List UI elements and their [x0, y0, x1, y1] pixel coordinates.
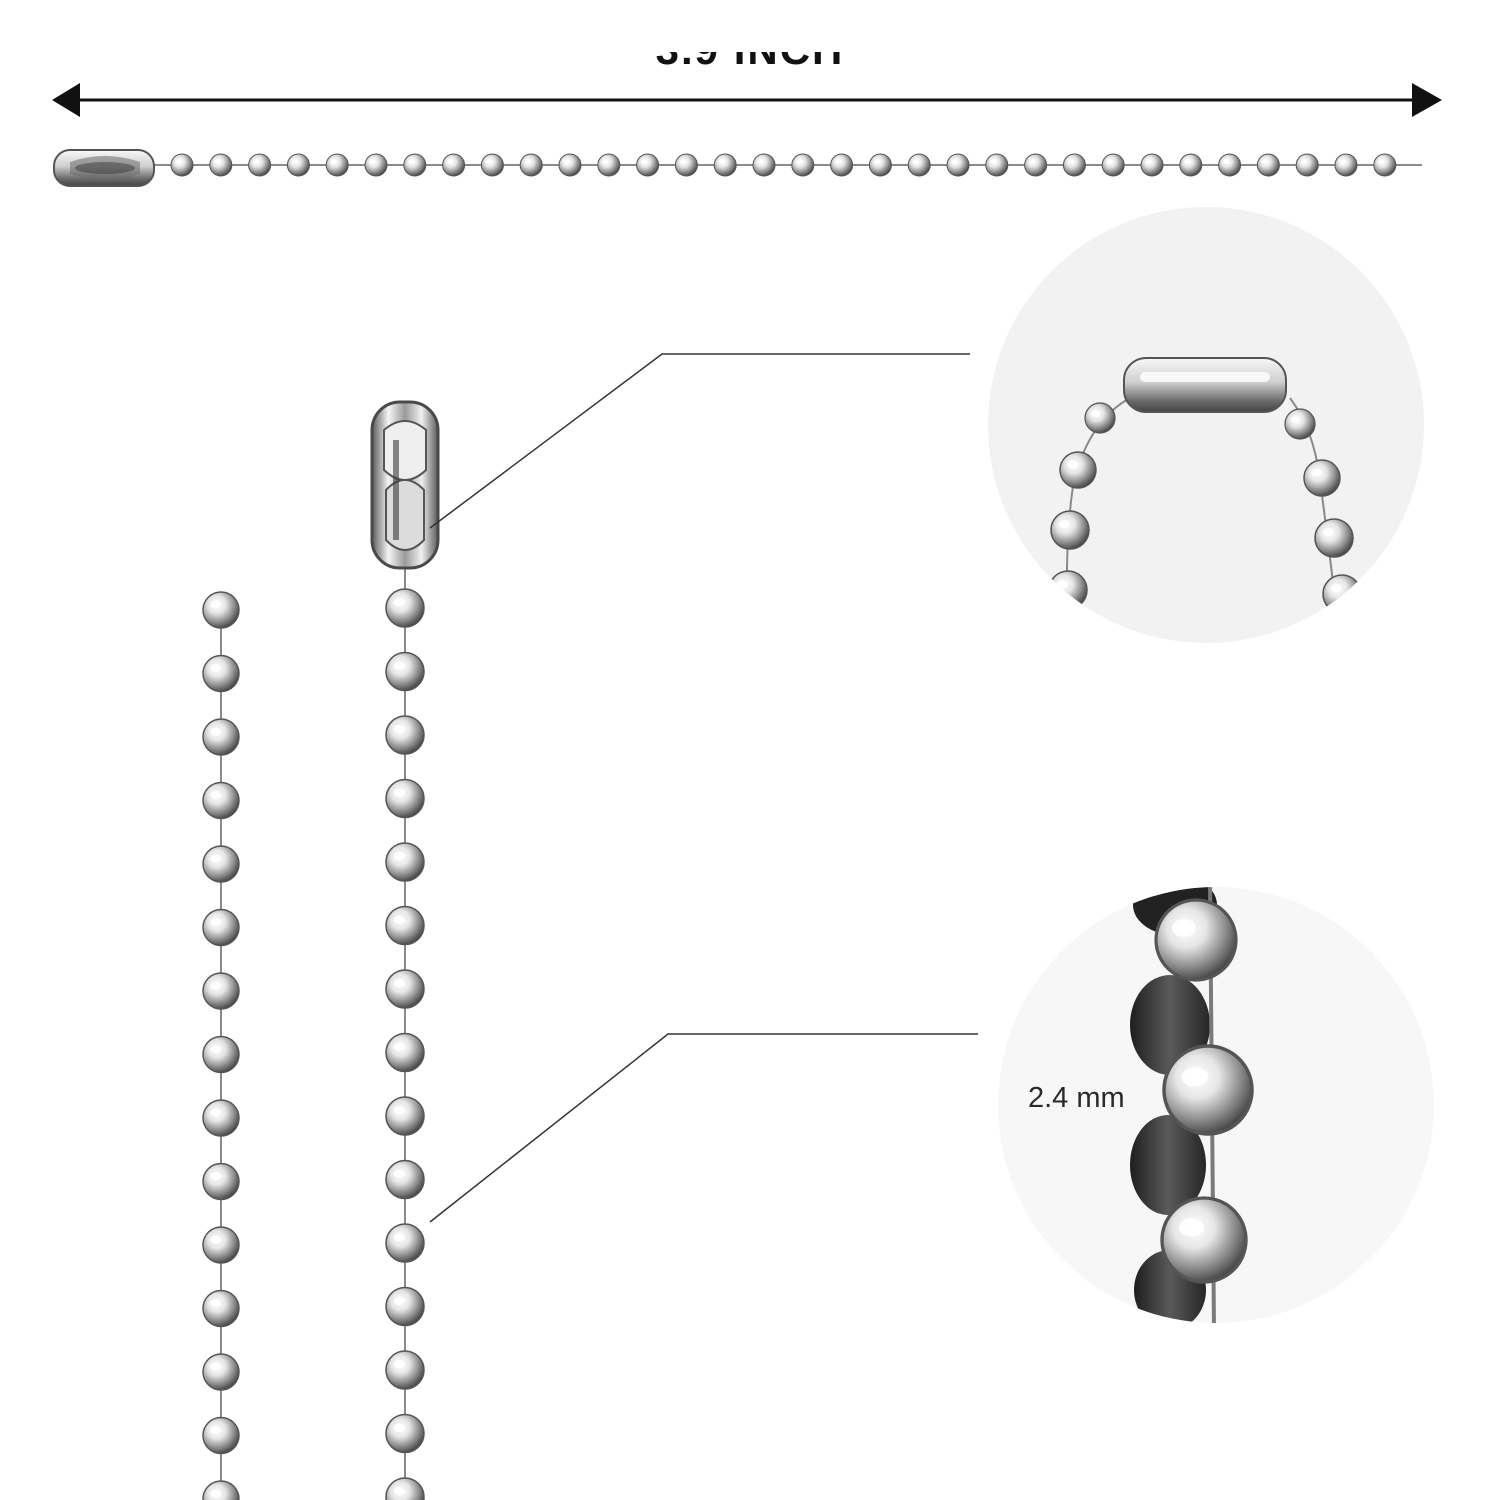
chain-bead [385, 588, 425, 628]
chain-bead [791, 153, 815, 177]
chain-bead [1334, 153, 1358, 177]
chain-bead [286, 153, 310, 177]
chain-bead [1295, 153, 1319, 177]
chain-bead [385, 1096, 425, 1136]
chain-bead [202, 1226, 240, 1264]
horizontal-ball-chain [53, 149, 1422, 187]
chain-bead [364, 153, 388, 177]
chain-bead [170, 153, 194, 177]
chain-bead [202, 1162, 240, 1201]
clasp-closeup-inset [988, 207, 1424, 643]
chain-bead [1373, 153, 1397, 177]
chain-bead [385, 778, 425, 819]
chain-bead [442, 153, 466, 177]
closeup-bead [1059, 451, 1097, 489]
chain-bead [385, 1159, 425, 1200]
chain-bead [868, 153, 892, 177]
chain-bead [385, 1286, 425, 1327]
closeup-bead [1160, 1196, 1248, 1284]
arrowhead-right-icon [1412, 83, 1442, 117]
closeup-bead [1050, 510, 1090, 550]
chain-bead [202, 654, 240, 693]
chain-bead [597, 153, 621, 177]
bead-callout-line [429, 1033, 978, 1223]
bead-closeup-inset [998, 887, 1434, 1323]
chain-bead [480, 153, 504, 177]
chain-bead [202, 781, 240, 820]
chain-bead [385, 1350, 425, 1390]
horizontal-clasp [53, 149, 155, 187]
chain-bead [385, 1413, 425, 1454]
chain-bead [1140, 153, 1164, 177]
chain-bead [713, 153, 737, 177]
length-measurement-label: 3.9 INCH [560, 52, 940, 92]
chain-bead [202, 591, 240, 629]
chain-bead [248, 153, 272, 177]
chain-bead [209, 153, 233, 177]
closeup-bead [1162, 1044, 1254, 1136]
chain-bead [519, 153, 543, 177]
closeup-bead [1154, 898, 1238, 982]
chain-bead [202, 1416, 240, 1455]
chain-bead [385, 1223, 425, 1263]
closeup-bead [1314, 518, 1354, 558]
closeup-bead [1084, 402, 1116, 434]
chain-bead [385, 715, 425, 755]
arrowhead-left-icon [52, 83, 80, 117]
closeup-bead [1303, 459, 1341, 497]
chain-bead [202, 1353, 240, 1391]
length-dimension-arrow [52, 83, 1442, 117]
chain-bead [752, 153, 776, 177]
chain-bead [636, 153, 660, 177]
chain-bead [1101, 153, 1125, 177]
chain-bead [385, 969, 425, 1009]
chain-bead [385, 1032, 425, 1073]
left-vertical-ball-chain [202, 591, 240, 1500]
bead-size-label: 2.4 mm [1028, 1082, 1125, 1114]
chain-bead [385, 905, 425, 946]
chain-bead [202, 1099, 240, 1137]
chain-bead [1218, 153, 1242, 177]
chain-bead [385, 842, 425, 882]
chain-bead [1024, 153, 1048, 177]
chain-bead [1179, 153, 1203, 177]
vertical-clasp [370, 400, 440, 570]
closeup-bead [1284, 408, 1316, 440]
chain-bead [985, 153, 1009, 177]
chain-bead [674, 153, 698, 177]
chain-bead [325, 153, 349, 177]
chain-bead [1256, 153, 1280, 177]
chain-bead [385, 1477, 425, 1500]
chain-bead [830, 153, 854, 177]
chain-bead [202, 972, 240, 1010]
right-vertical-ball-chain [370, 400, 440, 1500]
chain-bead [202, 845, 240, 883]
chain-bead [907, 153, 931, 177]
chain-bead [946, 153, 970, 177]
clasp-callout-line [429, 353, 970, 529]
closeup-bead [1048, 570, 1088, 610]
chain-bead [202, 1035, 240, 1074]
chain-bead [202, 908, 240, 947]
chain-bead [1062, 153, 1086, 177]
chain-bead [202, 718, 240, 756]
chain-bead [403, 153, 427, 177]
chain-bead [558, 153, 582, 177]
chain-bead [385, 651, 425, 692]
chain-bead [202, 1289, 240, 1328]
chain-bead [202, 1480, 240, 1500]
closeup-bead [1322, 574, 1362, 614]
